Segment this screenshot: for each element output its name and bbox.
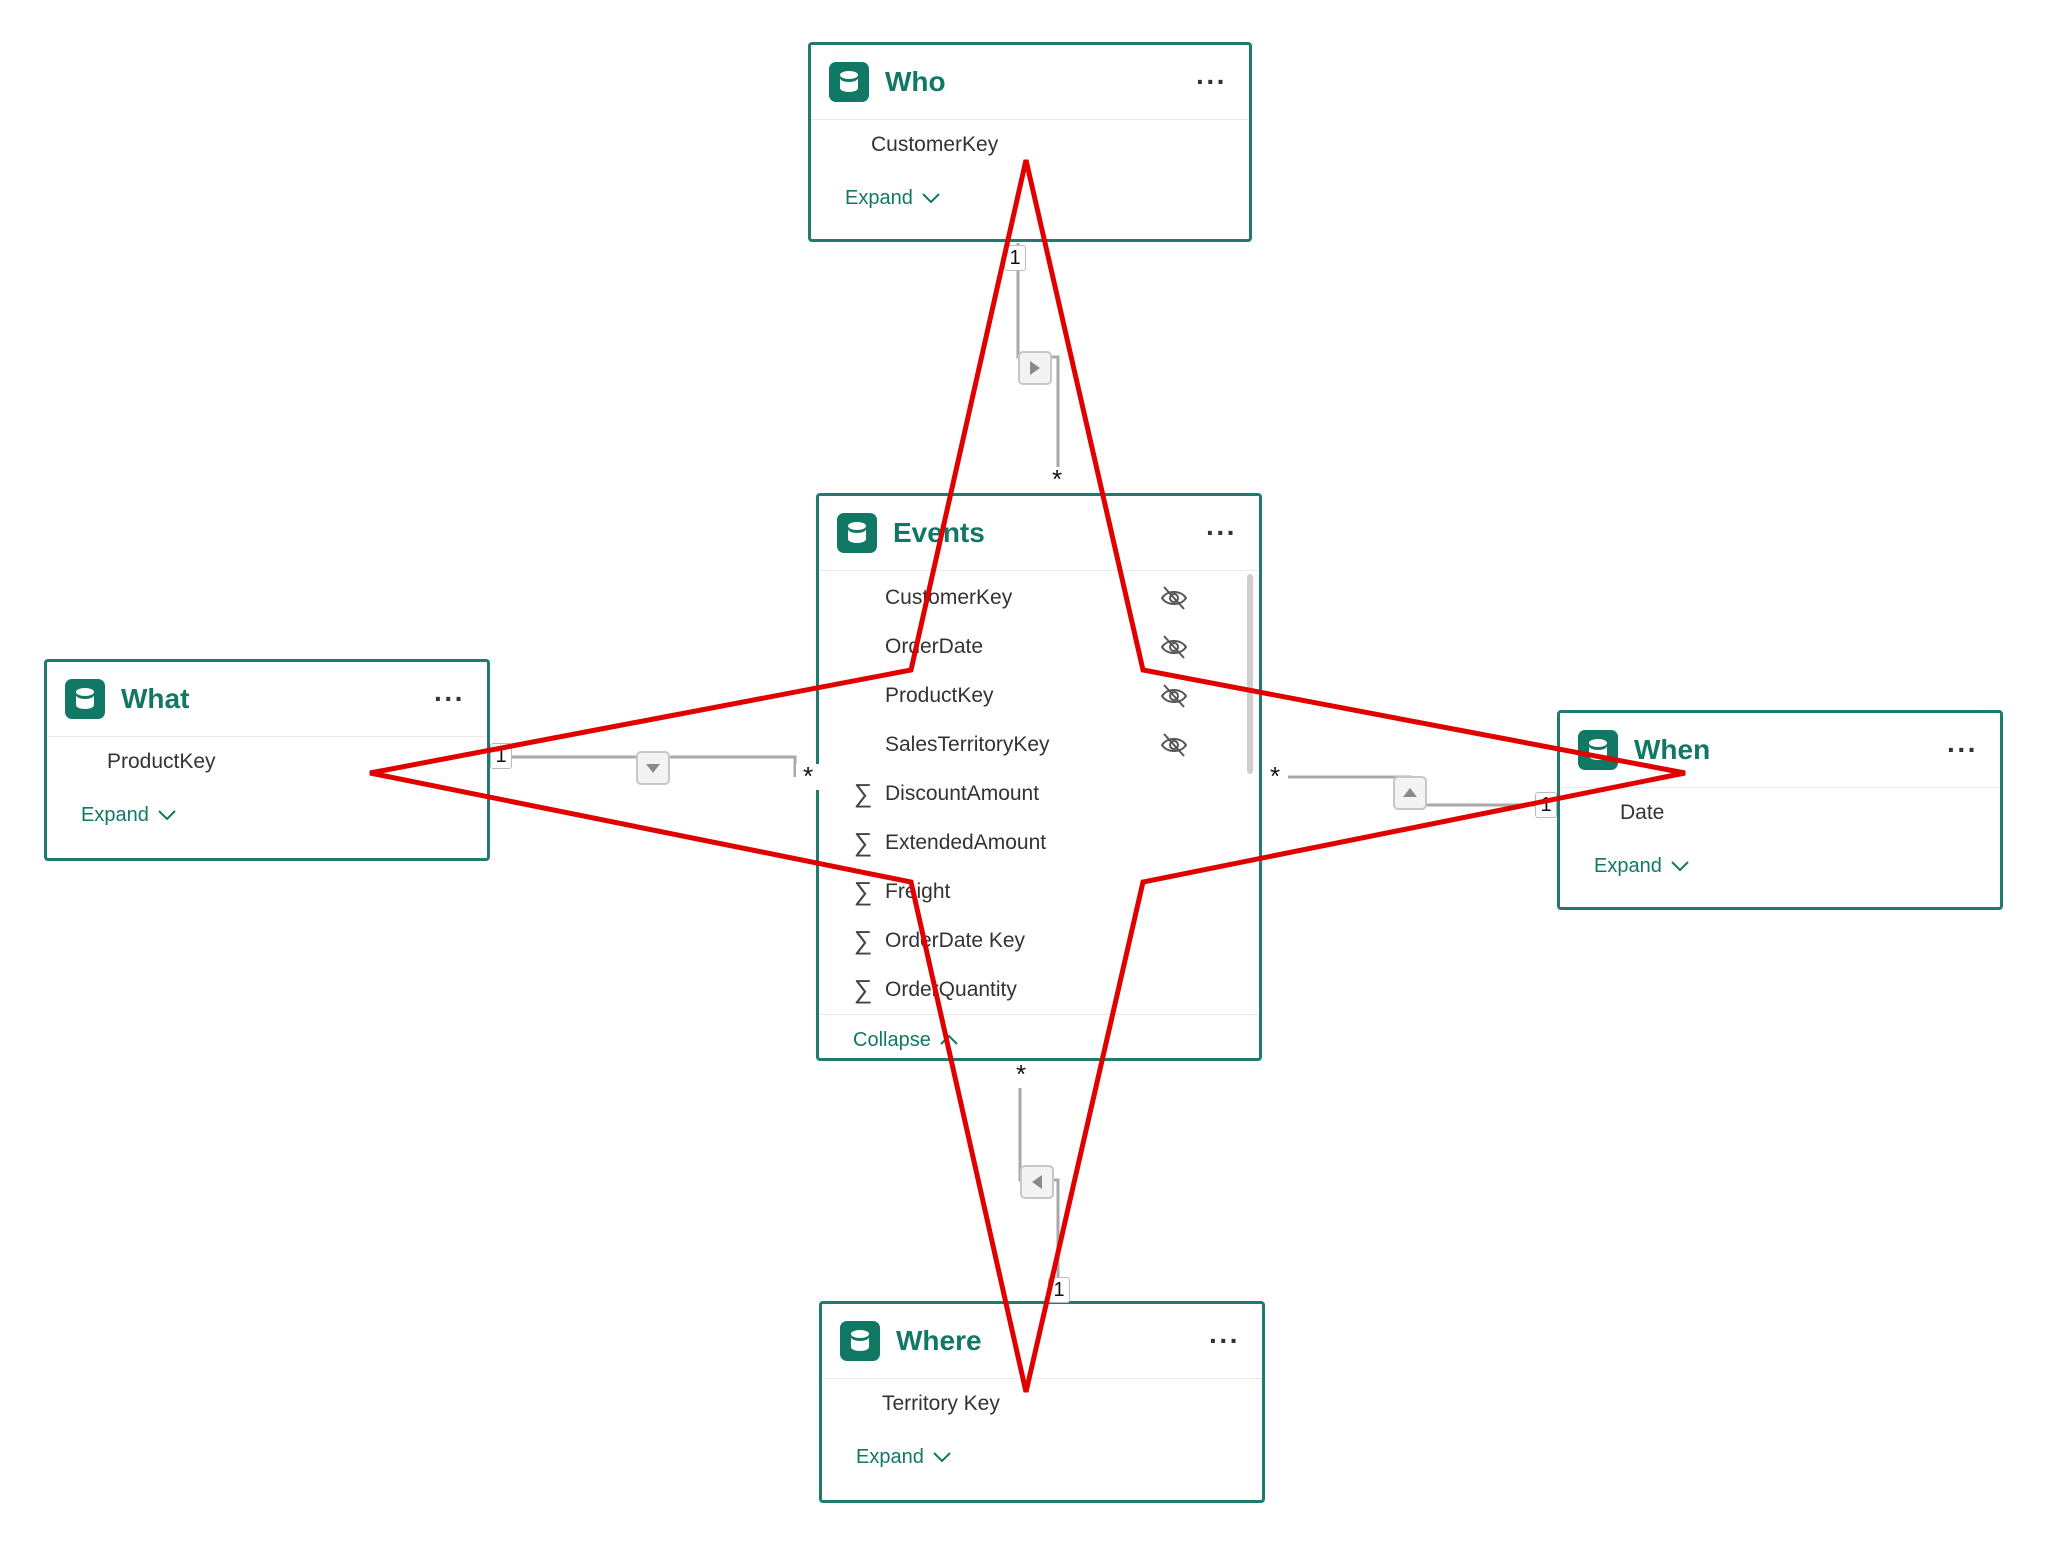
expand-label: Expand: [81, 803, 149, 826]
field-label: DiscountAmount: [885, 781, 1040, 805]
eye-hidden-icon[interactable]: [1159, 634, 1189, 666]
when-cardinality-one: 1: [1535, 792, 1557, 818]
where-cardinality-one: 1: [1048, 1277, 1070, 1303]
field-row[interactable]: Territory Key: [882, 1392, 1000, 1415]
events-left-cardinality-many: *: [796, 763, 820, 790]
table-title: When: [1634, 734, 1711, 765]
field-row[interactable]: ProductKey: [819, 671, 1259, 720]
collapse-label: Collapse: [853, 1028, 931, 1051]
field-label: OrderQuantity: [885, 977, 1017, 1001]
chevron-down-icon: [1670, 855, 1690, 878]
table-title: Events: [893, 517, 985, 548]
events-top-cardinality-many: *: [1044, 466, 1070, 493]
table-title: Who: [885, 66, 946, 97]
filter-direction-down-icon[interactable]: [636, 751, 670, 785]
events-right-cardinality-many: *: [1262, 763, 1288, 790]
expand-button[interactable]: Expand: [811, 170, 1249, 226]
field-list: CustomerKey OrderDate ProductKey SalesTe…: [819, 571, 1259, 1014]
table-card-when[interactable]: When ··· Date Expand: [1557, 710, 2003, 910]
field-label: ProductKey: [885, 683, 994, 707]
who-cardinality-one: 1: [1004, 245, 1026, 271]
chevron-down-icon: [921, 187, 941, 210]
expand-label: Expand: [1594, 854, 1662, 877]
field-row[interactable]: CustomerKey: [819, 573, 1259, 622]
chevron-down-icon: [932, 1446, 952, 1469]
table-card-events[interactable]: Events ··· CustomerKey OrderDate Product…: [816, 493, 1262, 1061]
card-header[interactable]: Where ···: [822, 1304, 1262, 1379]
eye-hidden-icon[interactable]: [1159, 732, 1189, 764]
sigma-icon: ∑: [853, 778, 873, 808]
more-options-icon[interactable]: ···: [1206, 517, 1237, 548]
events-bottom-cardinality-many: *: [1008, 1061, 1034, 1088]
more-options-icon[interactable]: ···: [434, 683, 465, 714]
field-row[interactable]: ProductKey: [107, 750, 216, 773]
what-cardinality-one: 1: [490, 743, 512, 769]
chevron-up-icon: [939, 1029, 959, 1052]
field-label: OrderDate Key: [885, 928, 1026, 952]
sigma-icon: ∑: [853, 827, 873, 857]
filter-direction-left-icon[interactable]: [1020, 1165, 1054, 1199]
table-card-who[interactable]: Who ··· CustomerKey Expand: [808, 42, 1252, 242]
more-options-icon[interactable]: ···: [1196, 66, 1227, 97]
eye-hidden-icon[interactable]: [1159, 585, 1189, 617]
more-options-icon[interactable]: ···: [1947, 734, 1978, 765]
field-row[interactable]: ∑ OrderDate Key: [819, 916, 1259, 965]
database-icon: [65, 679, 105, 719]
sigma-icon: ∑: [853, 974, 873, 1004]
expand-label: Expand: [856, 1445, 924, 1468]
field-row[interactable]: ∑ OrderQuantity: [819, 965, 1259, 1014]
more-options-icon[interactable]: ···: [1209, 1325, 1240, 1356]
table-card-where[interactable]: Where ··· Territory Key Expand: [819, 1301, 1265, 1503]
table-title: What: [121, 683, 190, 714]
field-row[interactable]: Date: [1620, 801, 1665, 824]
card-header[interactable]: When ···: [1560, 713, 2000, 788]
field-row[interactable]: ∑ ExtendedAmount: [819, 818, 1259, 867]
database-icon: [829, 62, 869, 102]
card-header[interactable]: Who ···: [811, 45, 1249, 120]
field-label: Freight: [885, 879, 951, 903]
field-label: CustomerKey: [885, 585, 1013, 609]
expand-button[interactable]: Expand: [822, 1429, 1262, 1485]
field-label: ExtendedAmount: [885, 830, 1047, 854]
field-row[interactable]: CustomerKey: [871, 133, 999, 156]
field-row[interactable]: ∑ DiscountAmount: [819, 769, 1259, 818]
database-icon: [837, 513, 877, 553]
sigma-icon: ∑: [853, 925, 873, 955]
filter-direction-up-icon[interactable]: [1393, 776, 1427, 810]
table-title: Where: [896, 1325, 982, 1356]
sigma-icon: ∑: [853, 876, 873, 906]
field-row[interactable]: OrderDate: [819, 622, 1259, 671]
field-label: SalesTerritoryKey: [885, 732, 1050, 756]
field-label: OrderDate: [885, 634, 984, 658]
card-header[interactable]: What ···: [47, 662, 487, 737]
card-header[interactable]: Events ···: [819, 496, 1259, 571]
database-icon: [840, 1321, 880, 1361]
expand-button[interactable]: Expand: [47, 787, 487, 843]
filter-direction-right-icon[interactable]: [1018, 351, 1052, 385]
field-row[interactable]: ∑ Freight: [819, 867, 1259, 916]
table-card-what[interactable]: What ··· ProductKey Expand: [44, 659, 490, 861]
field-row[interactable]: SalesTerritoryKey: [819, 720, 1259, 769]
eye-hidden-icon[interactable]: [1159, 683, 1189, 715]
collapse-button[interactable]: Collapse: [819, 1014, 1259, 1065]
expand-button[interactable]: Expand: [1560, 838, 2000, 894]
database-icon: [1578, 730, 1618, 770]
expand-label: Expand: [845, 186, 913, 209]
chevron-down-icon: [157, 804, 177, 827]
